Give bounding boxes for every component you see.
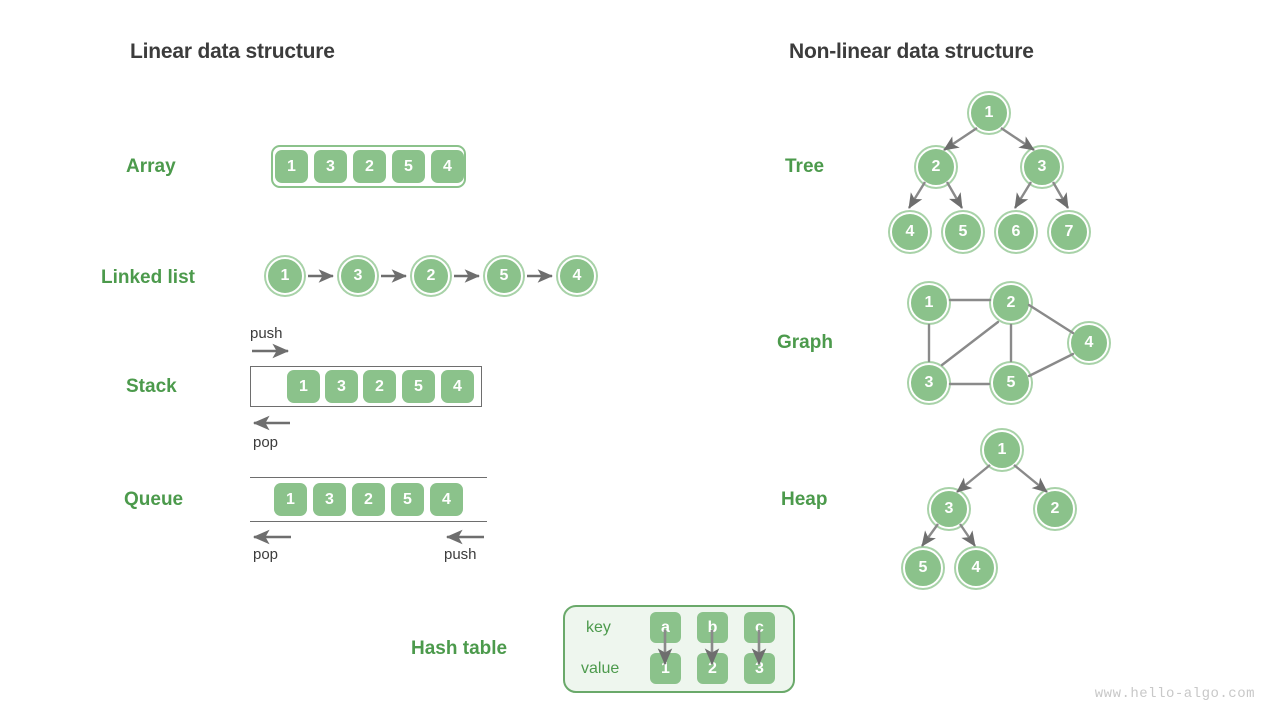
queue-cell: 4 — [430, 483, 463, 516]
tree-row-label: Tree — [785, 156, 825, 177]
stack-push-label: push — [250, 325, 283, 342]
array-cell: 1 — [275, 150, 308, 183]
queue-cell: 3 — [313, 483, 346, 516]
queue-bottom-border — [250, 521, 487, 522]
watermark-text: www.hello-algo.com — [1094, 686, 1255, 702]
array-row-label: Array — [126, 156, 176, 177]
stack-cell: 1 — [287, 370, 320, 403]
queue-cell: 1 — [274, 483, 307, 516]
linked-list-node: 5 — [485, 257, 523, 295]
heap-node: 2 — [1035, 489, 1075, 529]
hash-value-cell: 3 — [744, 653, 775, 684]
queue-cell: 2 — [352, 483, 385, 516]
graph-node: 4 — [1069, 323, 1109, 363]
tree-node: 5 — [943, 212, 983, 252]
array-cell: 4 — [431, 150, 464, 183]
heap-node: 4 — [956, 548, 996, 588]
graph-node: 1 — [909, 283, 949, 323]
hash-key-cell: c — [744, 612, 775, 643]
stack-cell: 3 — [325, 370, 358, 403]
stack-cell: 2 — [363, 370, 396, 403]
hash-table-row-label: Hash table — [411, 638, 508, 659]
heap-row-label: Heap — [781, 489, 828, 510]
queue-cell: 5 — [391, 483, 424, 516]
array-cell: 2 — [353, 150, 386, 183]
stack-cell: 5 — [402, 370, 435, 403]
tree-node: 4 — [890, 212, 930, 252]
tree-node: 2 — [916, 147, 956, 187]
queue-pop-label: pop — [253, 546, 279, 563]
nonlinear-section-title: Non-linear data structure — [789, 40, 1034, 63]
hash-value-label: value — [581, 660, 620, 677]
heap-node: 5 — [903, 548, 943, 588]
tree-node: 7 — [1049, 212, 1089, 252]
graph-node: 3 — [909, 363, 949, 403]
hash-value-cell: 1 — [650, 653, 681, 684]
hash-key-label: key — [586, 619, 611, 636]
tree-node: 6 — [996, 212, 1036, 252]
array-cell: 3 — [314, 150, 347, 183]
stack-pop-label: pop — [253, 434, 279, 451]
heap-node: 3 — [929, 489, 969, 529]
stack-row-label: Stack — [126, 376, 177, 397]
stack-cell: 4 — [441, 370, 474, 403]
hash-key-cell: b — [697, 612, 728, 643]
tree-node: 3 — [1022, 147, 1062, 187]
array-cell: 5 — [392, 150, 425, 183]
queue-push-label: push — [444, 546, 477, 563]
linked-list-node: 1 — [266, 257, 304, 295]
hash-key-cell: a — [650, 612, 681, 643]
graph-node: 5 — [991, 363, 1031, 403]
linked-list-node: 2 — [412, 257, 450, 295]
heap-node: 1 — [982, 430, 1022, 470]
linear-section-title: Linear data structure — [130, 40, 335, 63]
linked-list-row-label: Linked list — [101, 267, 195, 288]
queue-top-border — [250, 477, 487, 478]
graph-row-label: Graph — [777, 332, 833, 353]
graph-node: 2 — [991, 283, 1031, 323]
tree-node: 1 — [969, 93, 1009, 133]
queue-row-label: Queue — [124, 489, 184, 510]
linked-list-node: 4 — [558, 257, 596, 295]
hash-value-cell: 2 — [697, 653, 728, 684]
linked-list-node: 3 — [339, 257, 377, 295]
array-frame — [271, 145, 466, 188]
